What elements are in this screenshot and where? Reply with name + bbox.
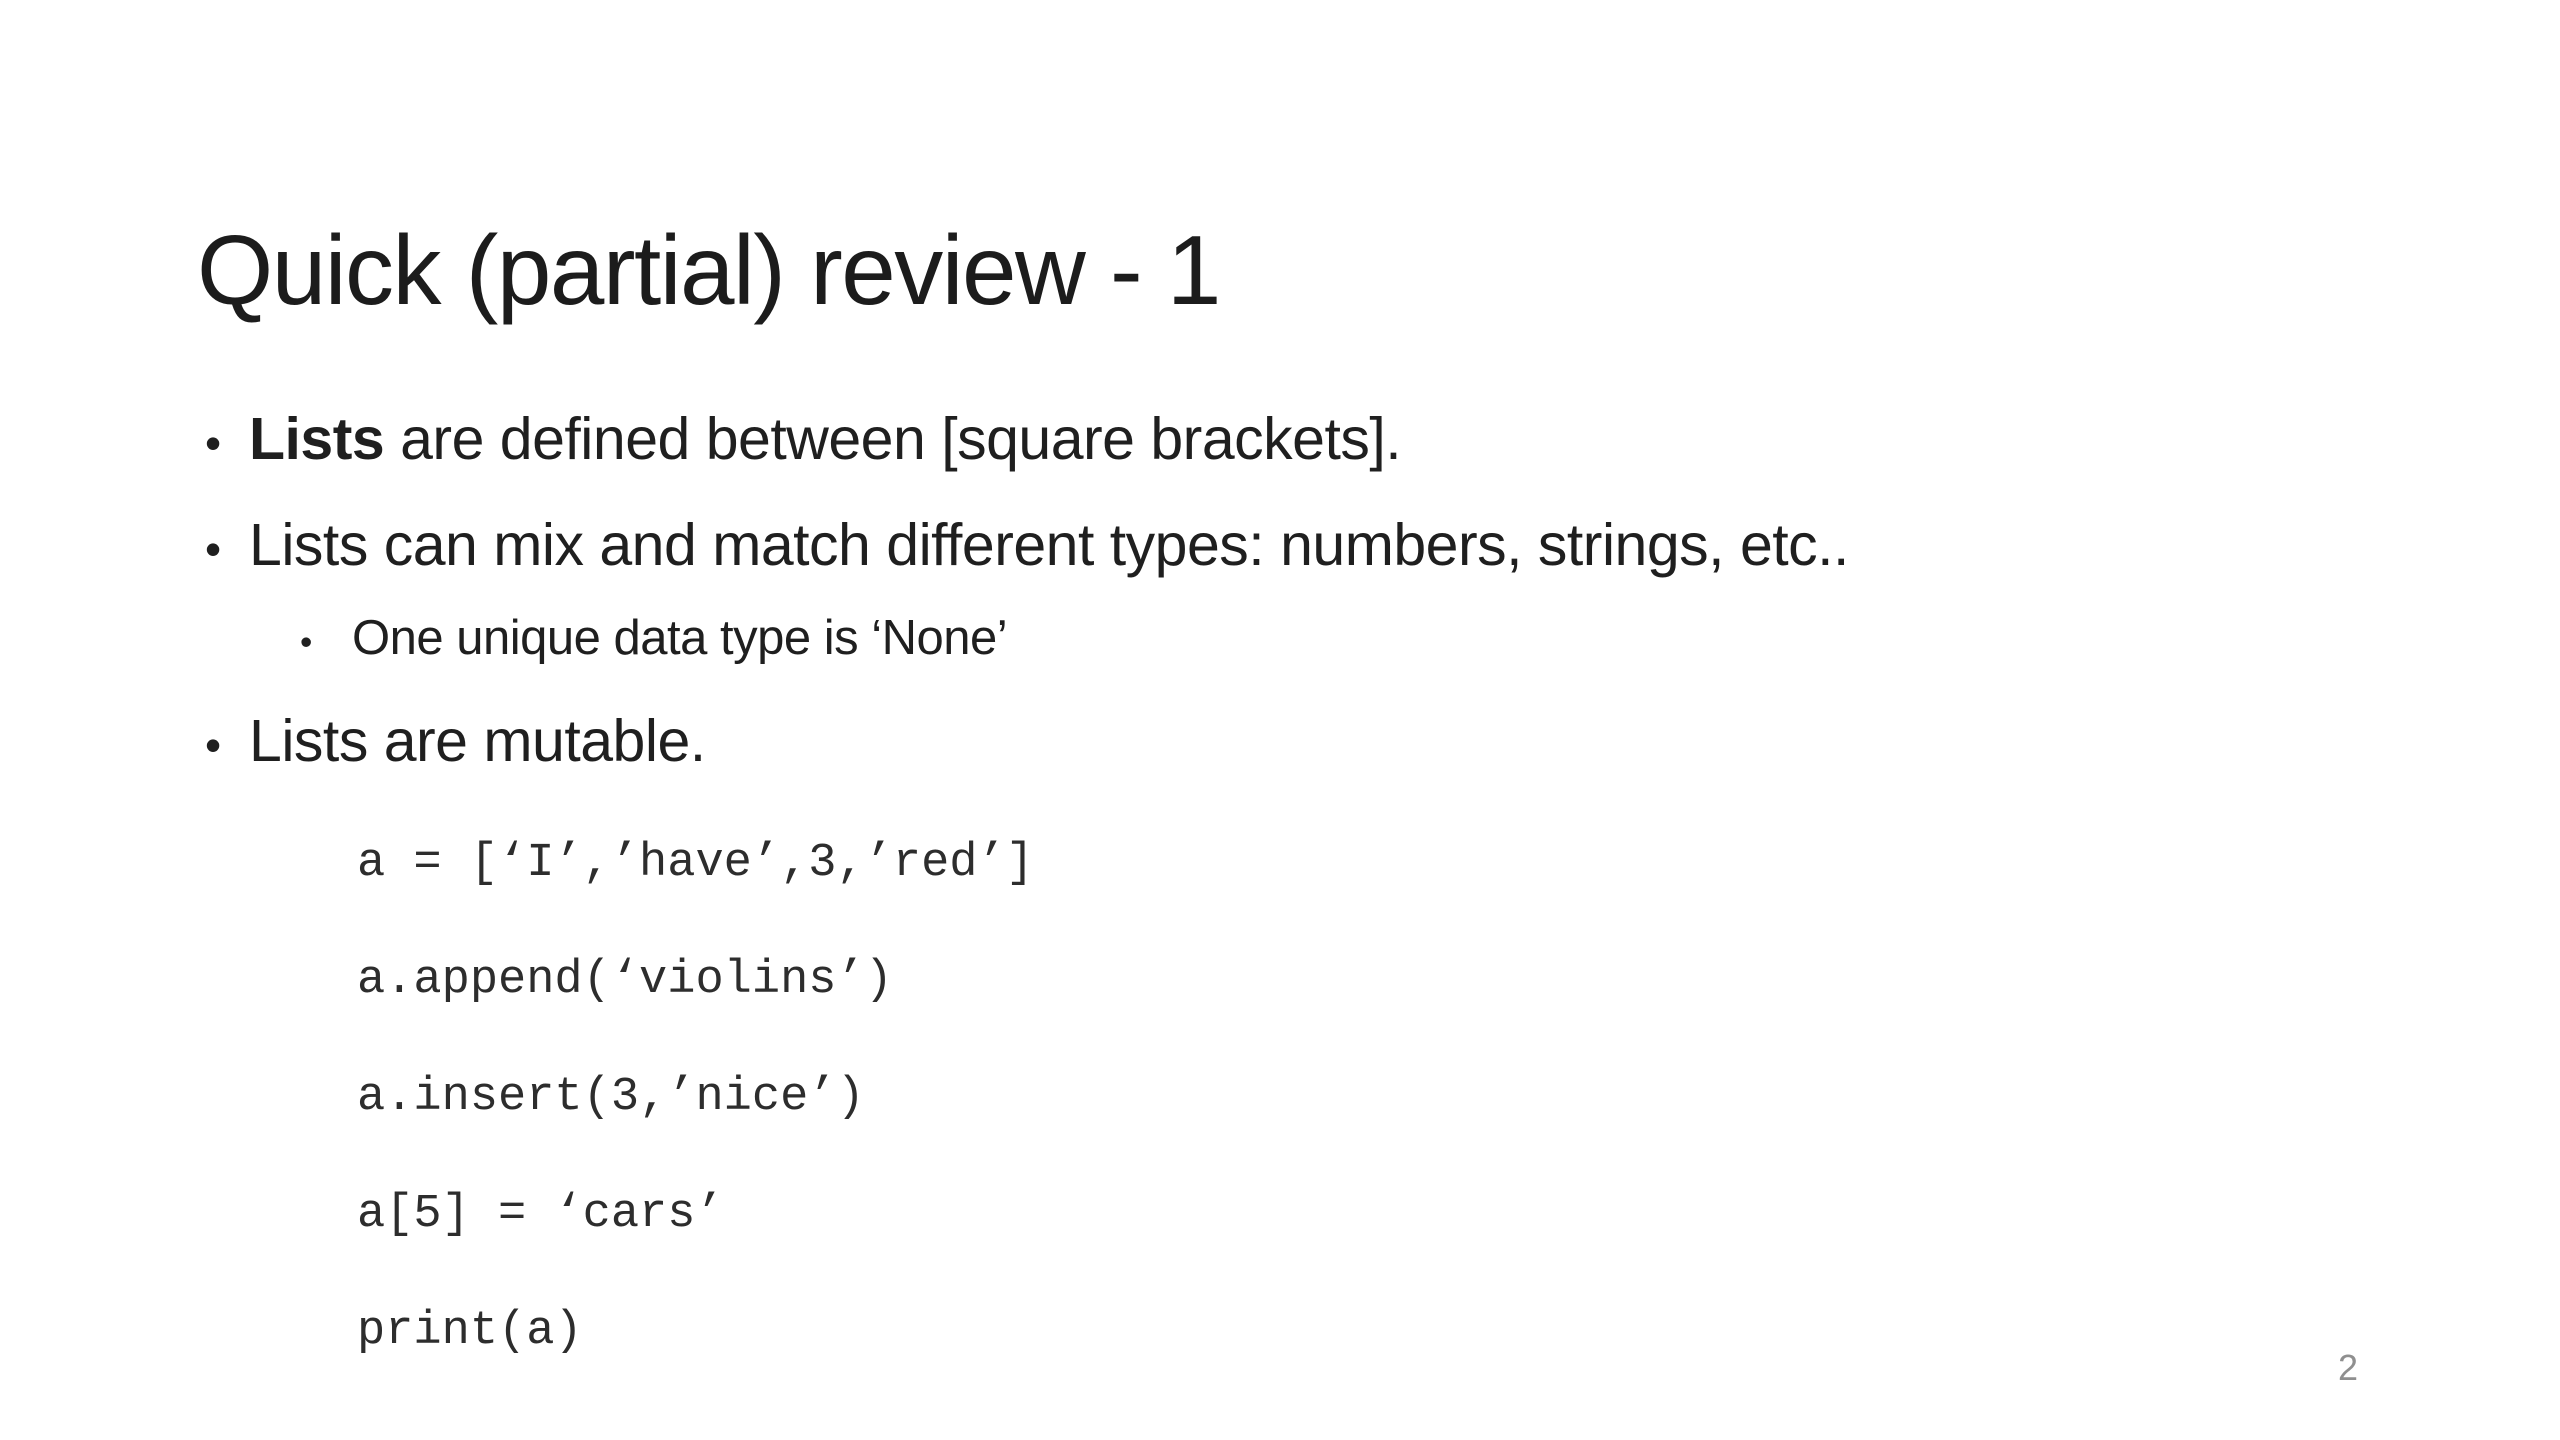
bullet-item-mutable: • Lists are mutable. [205,708,706,776]
code-line-append: a.append(‘violins’) [357,954,893,1007]
page-number: 2 [2338,1347,2359,1388]
bullet-item-lists-defined: • Lists are defined between [square brac… [205,406,1402,474]
bullet-rest-text: are defined between [square brackets]. [384,406,1402,472]
bullet-item-text: Lists are defined between [square bracke… [249,406,1402,474]
bullet-bold-term: Lists [249,406,385,472]
code-line-list-literal: a = [‘I’,’have’,3,’red’] [357,837,1034,890]
bullet-item-mix-types: • Lists can mix and match different type… [205,512,1849,580]
bullet-icon: • [205,719,221,771]
code-line-index-assign: a[5] = ‘cars’ [357,1188,724,1241]
sub-bullet-item-text: One unique data type is ‘None’ [352,611,1008,665]
sub-bullet-item-none-type: • One unique data type is ‘None’ [300,610,1008,666]
slide-title: Quick (partial) review - 1 [197,214,1221,325]
bullet-item-text: Lists can mix and match different types:… [249,512,1849,578]
bullet-icon: • [205,417,221,469]
sub-bullet-icon: • [300,623,312,662]
code-line-print: print(a) [357,1305,583,1358]
bullet-icon: • [205,523,221,575]
code-line-insert: a.insert(3,’nice’) [357,1071,865,1124]
bullet-item-text: Lists are mutable. [249,708,706,774]
